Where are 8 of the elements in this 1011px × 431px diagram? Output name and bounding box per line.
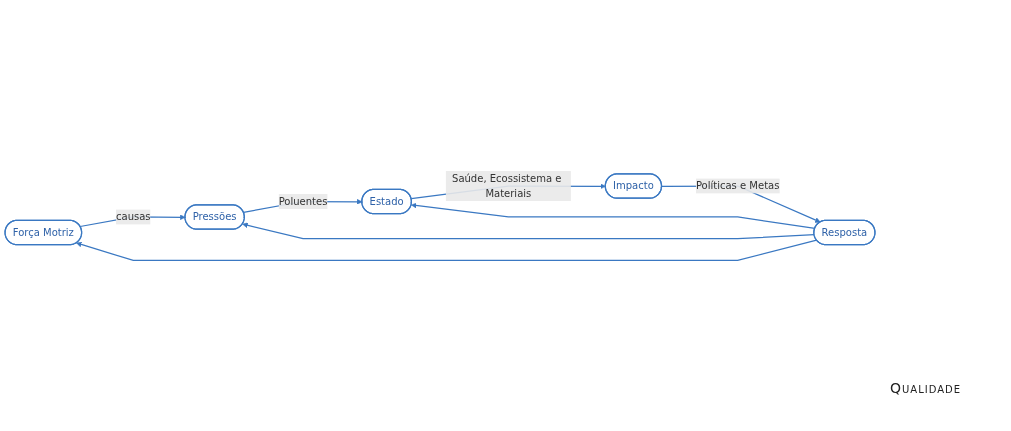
arrow [411, 202, 816, 229]
edge-label: Políticas e Metas [695, 179, 780, 192]
arrow [242, 222, 815, 240]
annotation-text: Qualidade [890, 380, 962, 396]
arrow [76, 239, 818, 261]
edge-label: Poluentes [278, 195, 328, 207]
edge-label: Saúde, Ecossistema e Materiais [452, 172, 562, 199]
edge-label: causas [116, 210, 151, 223]
